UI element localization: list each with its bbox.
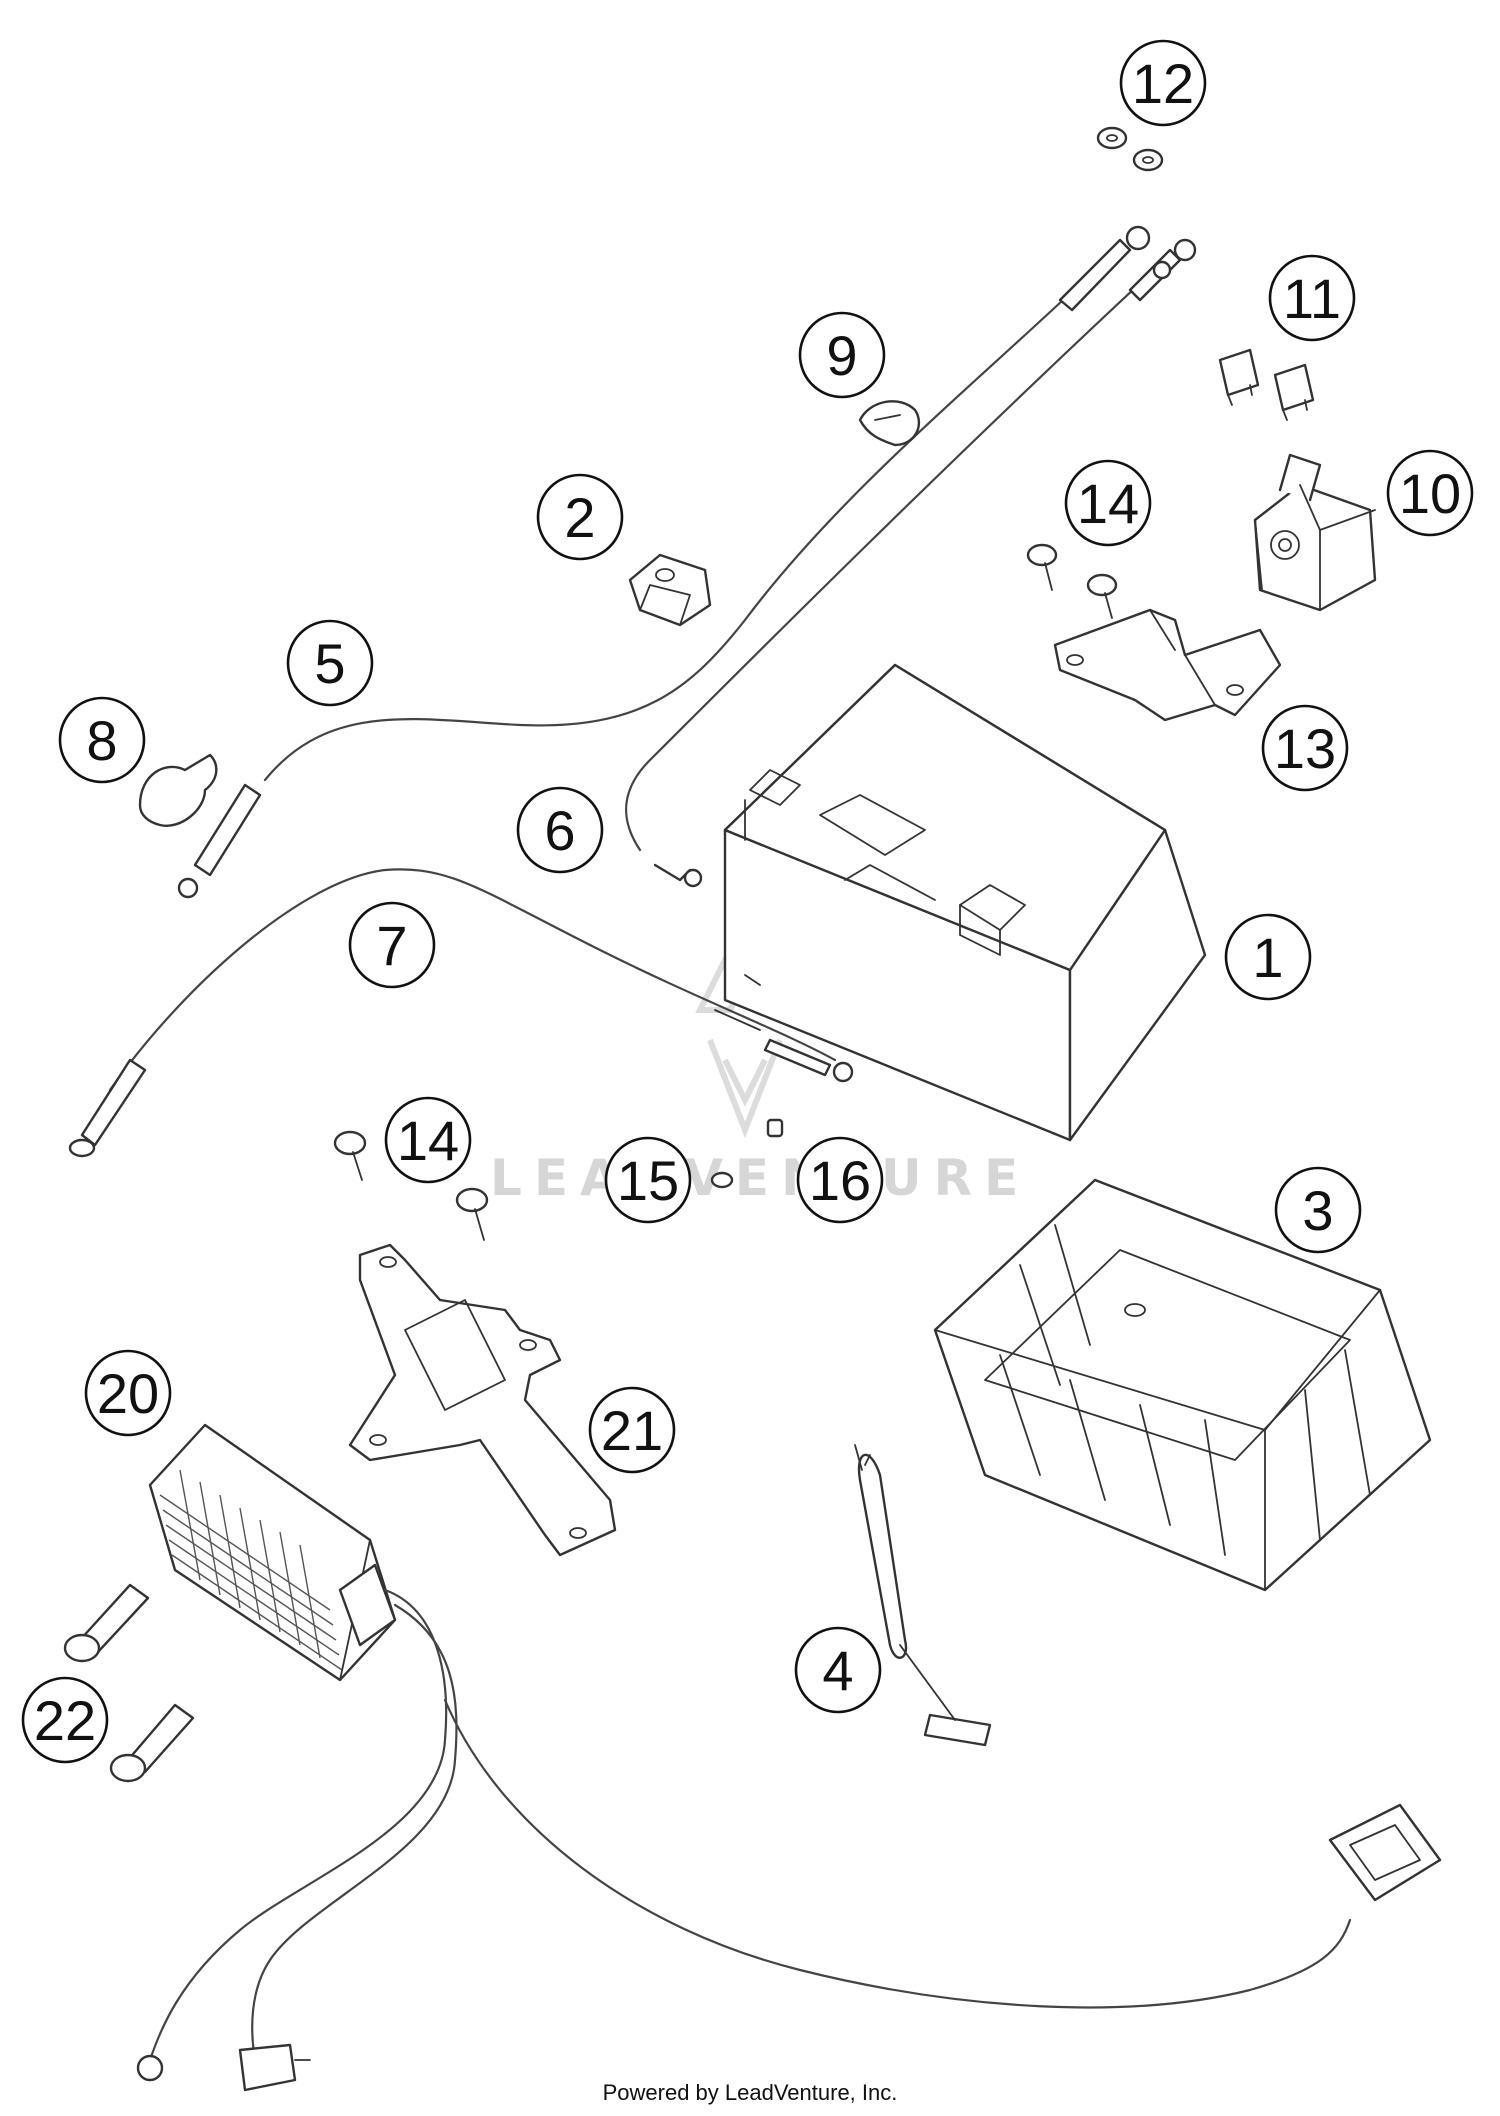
callout-7[interactable]: 7 xyxy=(348,901,436,989)
callout-3-label: 3 xyxy=(1302,1179,1333,1242)
cable-6 xyxy=(624,238,1197,888)
callout-13[interactable]: 13 xyxy=(1261,704,1349,792)
cable-clip xyxy=(858,400,921,447)
callout-16[interactable]: 16 xyxy=(796,1136,884,1224)
nut-16 xyxy=(766,1118,784,1138)
callout-16-label: 16 xyxy=(809,1149,871,1212)
callout-12[interactable]: 12 xyxy=(1119,39,1207,127)
relay-bracket xyxy=(1053,608,1282,722)
fuse-a xyxy=(1218,348,1260,406)
callout-9[interactable]: 9 xyxy=(798,311,886,399)
regulator-wiring-harness xyxy=(136,1588,1442,2092)
cable-5 xyxy=(177,225,1151,899)
washer-15 xyxy=(710,1171,734,1189)
bolt-22b xyxy=(109,1703,195,1783)
callout-14-upper-label: 14 xyxy=(1077,472,1139,535)
watermark: LEADVENTURE xyxy=(490,913,1030,1207)
terminal-cap xyxy=(138,753,218,827)
screw-upper-b xyxy=(1086,573,1118,619)
callout-10-label: 10 xyxy=(1399,462,1461,525)
callout-9-label: 9 xyxy=(826,324,857,387)
callout-12-label: 12 xyxy=(1132,52,1194,115)
callout-6[interactable]: 6 xyxy=(516,786,604,874)
regulator-cooling-grid xyxy=(159,1469,343,1671)
callout-1[interactable]: 1 xyxy=(1224,913,1312,1001)
callout-1-label: 1 xyxy=(1252,926,1283,989)
callout-8[interactable]: 8 xyxy=(58,696,146,784)
callout-13-label: 13 xyxy=(1274,717,1336,780)
footer-credit: Powered by LeadVenture, Inc. xyxy=(603,2080,898,2105)
screw-lower-b xyxy=(455,1187,489,1241)
screw-lower-a xyxy=(333,1130,367,1181)
callout-4-label: 4 xyxy=(822,1639,853,1702)
callout-11-label: 11 xyxy=(1283,267,1341,330)
callout-3[interactable]: 3 xyxy=(1274,1166,1362,1254)
callout-11[interactable]: 11 xyxy=(1268,254,1356,342)
callout-5[interactable]: 5 xyxy=(286,619,374,707)
callout-22[interactable]: 22 xyxy=(21,1676,109,1764)
callout-6-label: 6 xyxy=(544,799,575,862)
callout-21[interactable]: 21 xyxy=(588,1386,676,1474)
callout-21-label: 21 xyxy=(601,1399,663,1462)
callout-2[interactable]: 2 xyxy=(536,473,624,561)
callout-14-lower[interactable]: 14 xyxy=(384,1096,472,1184)
callout-7-label: 7 xyxy=(376,914,407,977)
regulator-bracket xyxy=(348,1243,617,1557)
callout-22-label: 22 xyxy=(34,1689,96,1752)
battery-tray xyxy=(933,1178,1432,1592)
callout-20-label: 20 xyxy=(97,1362,159,1425)
bolt-22a xyxy=(63,1583,150,1663)
callout-10[interactable]: 10 xyxy=(1386,449,1474,537)
callout-14-upper[interactable]: 14 xyxy=(1064,459,1152,547)
starter-relay xyxy=(1253,453,1377,612)
callout-4[interactable]: 4 xyxy=(794,1626,882,1714)
cable-7 xyxy=(68,868,854,1158)
terminal-nut-b xyxy=(1132,148,1164,172)
callout-14-lower-label: 14 xyxy=(397,1109,459,1172)
screw-upper-a xyxy=(1026,543,1058,591)
callout-15-label: 15 xyxy=(617,1149,679,1212)
watermark-text: LEADVENTURE xyxy=(490,1149,1030,1207)
callout-15[interactable]: 15 xyxy=(604,1136,692,1224)
battery-strap xyxy=(854,1444,992,1747)
voltage-regulator xyxy=(148,1423,397,1682)
callout-8-label: 8 xyxy=(86,709,117,772)
terminal-nut-a xyxy=(1096,126,1128,150)
callout-5-label: 5 xyxy=(314,632,345,695)
battery xyxy=(723,663,1207,1142)
fuse-b xyxy=(1273,363,1315,421)
callout-20[interactable]: 20 xyxy=(84,1349,172,1437)
clip xyxy=(628,553,712,627)
callout-2-label: 2 xyxy=(564,486,595,549)
